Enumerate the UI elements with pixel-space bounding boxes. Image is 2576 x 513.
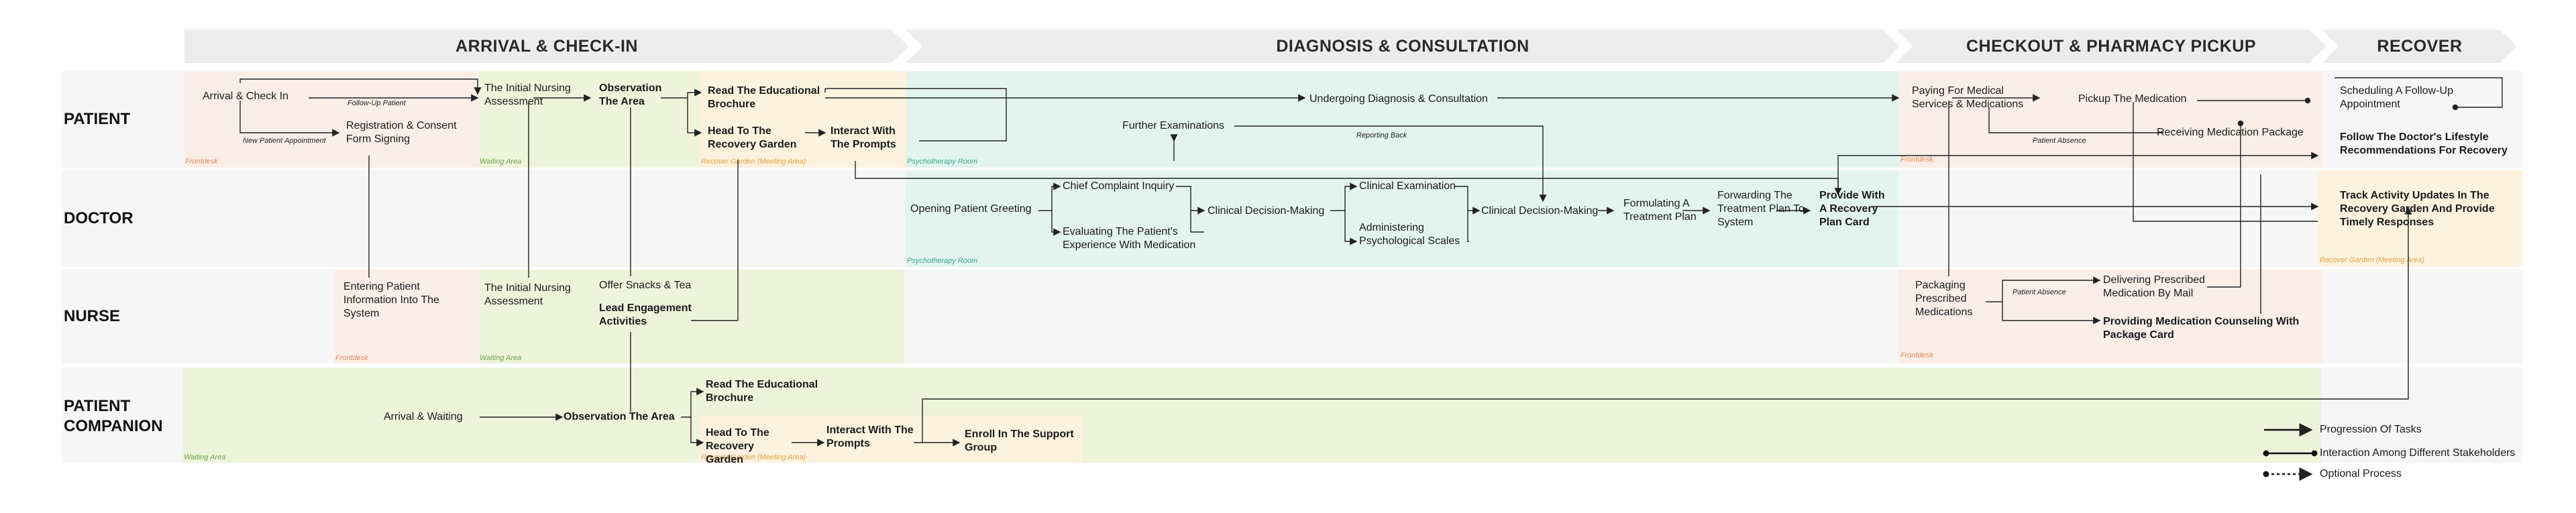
node-packaging: Packaging Prescribed Medications — [1915, 280, 1973, 318]
node-patient-arrival: Arrival & Check In — [203, 91, 289, 102]
zone-label: Waiting Area — [480, 158, 522, 166]
node-companion-interact: Interact With The Prompts — [826, 424, 914, 449]
legend-progression: Progression Of Tasks — [2320, 424, 2422, 435]
node-lead-engagement: Lead Engagement Activities — [599, 302, 692, 327]
node-patient-nursing: The Initial Nursing Assessment — [484, 82, 571, 107]
node-undergoing: Undergoing Diagnosis & Consultation — [1309, 93, 1488, 105]
zone-label: Recover Garden (Meeting Area) — [701, 453, 806, 461]
node-receiving: Receiving Medication Package — [2157, 127, 2304, 138]
node-snacks: Offer Snacks & Tea — [599, 280, 692, 291]
node-entering-info: Entering Patient Information Into The Sy… — [343, 281, 439, 319]
lane-label-companion: PATIENT COMPANION — [64, 397, 163, 435]
zone-garden-companion — [700, 416, 1082, 463]
zone-label: Waiting Area — [184, 453, 226, 461]
node-patient-read-brochure: Read The Educational Brochure — [708, 85, 820, 110]
node-follow-lifestyle: Follow The Doctor's Lifestyle Recommenda… — [2340, 131, 2508, 156]
tag-followup: Follow-Up Patient — [347, 99, 406, 107]
node-scheduling: Scheduling A Follow-Up Appointment — [2340, 85, 2453, 110]
lane-label-patient: PATIENT — [64, 110, 131, 128]
node-companion-read-brochure: Read The Educational Brochure — [706, 379, 818, 404]
node-psych-scales: Administering Psychological Scales — [1359, 222, 1460, 247]
node-paying: Paying For Medical Services & Medication… — [1912, 85, 2024, 110]
node-patient-observation: Observation The Area — [599, 82, 662, 107]
zone-psy-doctor — [906, 170, 1898, 267]
tag-patient-absence: Patient Absence — [2033, 137, 2086, 145]
zone-label: Recover Garden (Meeting Area) — [701, 158, 806, 166]
lane-label-doctor: DOCTOR — [64, 209, 133, 227]
zone-label: Frontdesk — [335, 354, 368, 362]
zone-label: Frontdesk — [1900, 156, 1933, 164]
zone-frontdesk-nurse — [334, 270, 478, 363]
stage-recover: RECOVER — [2322, 30, 2517, 63]
tag-new-patient: New Patient Appointment — [243, 137, 326, 145]
zone-waiting-nurse — [478, 270, 904, 363]
zone-label: Waiting Area — [480, 354, 522, 362]
node-delivering: Delivering Prescribed Medication By Mail — [2103, 274, 2206, 299]
node-decision-2: Clinical Decision-Making — [1481, 205, 1599, 217]
node-counseling: Providing Medication Counseling With Pac… — [2103, 316, 2300, 341]
node-forwarding: Forwarding The Treatment Plan To System — [1717, 190, 1805, 228]
tag-reporting-back: Reporting Back — [1356, 131, 1407, 139]
zone-garden-patient — [700, 71, 906, 168]
node-further-exam: Further Examinations — [1122, 120, 1225, 131]
stage-diagnosis-consultation: DIAGNOSIS & CONSULTATION — [906, 30, 1900, 63]
stage-checkout-pharmacy: CHECKOUT & PHARMACY PICKUP — [1896, 30, 2326, 63]
stage-arrival-checkin: ARRIVAL & CHECK-IN — [184, 30, 909, 63]
tag-nurse-absence: Patient Absence — [2012, 288, 2066, 296]
zone-frontdesk-nurse-checkout — [1898, 270, 2322, 363]
node-pickup: Pickup The Medication — [2078, 93, 2187, 105]
zone-waiting-companion — [182, 367, 2321, 463]
node-companion-head-garden: Head To The Recovery Garden — [706, 427, 769, 465]
zone-psy-patient — [906, 71, 1898, 168]
legend-optional: Optional Process — [2320, 468, 2402, 479]
node-registration: Registration & Consent Form Signing — [346, 120, 457, 145]
node-formulating: Formulating A Treatment Plan — [1623, 198, 1697, 223]
node-companion-arrival: Arrival & Waiting — [384, 411, 463, 422]
node-greeting: Opening Patient Greeting — [910, 203, 1032, 215]
zone-label: Frontdesk — [185, 158, 218, 166]
node-companion-observation: Observation The Area — [564, 411, 675, 422]
node-patient-interact: Interact With The Prompts — [830, 125, 896, 150]
zone-label: Recover Garden (Meeting Area) — [2320, 256, 2425, 264]
node-evaluating: Evaluating The Patient's Experience With… — [1063, 226, 1196, 251]
node-clinical-exam: Clinical Examination — [1359, 180, 1456, 192]
node-complaint: Chief Complaint Inquiry — [1063, 180, 1175, 192]
zone-frontdesk-checkout — [1898, 71, 2322, 168]
zone-label: Psychotherapy Room — [907, 257, 978, 265]
node-provide-card: Provide With A Recovery Plan Card — [1819, 190, 1885, 228]
zone-waiting-patient — [478, 71, 700, 168]
node-decision-1: Clinical Decision-Making — [1208, 205, 1325, 217]
node-enroll: Enroll In The Support Group — [965, 429, 1074, 453]
legend-interaction: Interaction Among Different Stakeholders — [2320, 447, 2516, 459]
node-track-activity: Track Activity Updates In The Recovery G… — [2340, 190, 2495, 228]
node-nurse-nursing: The Initial Nursing Assessment — [484, 282, 571, 307]
node-patient-head-garden: Head To The Recovery Garden — [708, 125, 797, 150]
zone-label: Frontdesk — [1900, 351, 1933, 359]
zone-garden-doctor — [2318, 170, 2522, 267]
zone-label: Psychotherapy Room — [907, 158, 978, 166]
zone-frontdesk-patient — [184, 71, 478, 168]
lane-label-nurse: NURSE — [64, 307, 121, 325]
